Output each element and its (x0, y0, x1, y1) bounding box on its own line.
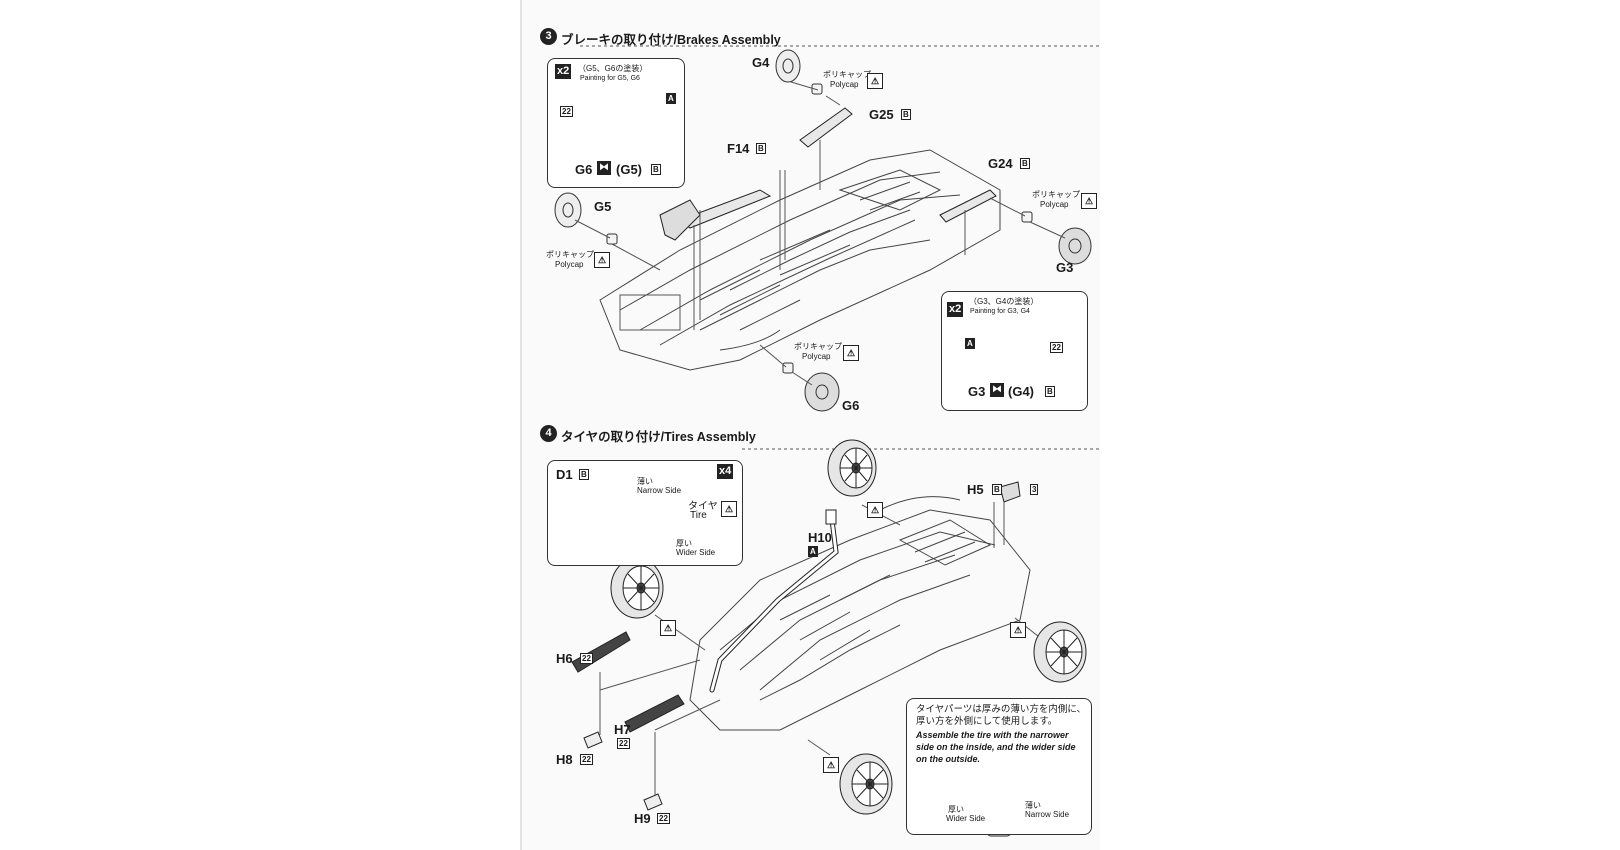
wheels (610, 439, 1087, 815)
note-en-line1: Assemble the tire with the narrower (916, 730, 1069, 740)
part-h5-grade: B (992, 484, 1002, 495)
tire-box-multiplier: x4 (717, 464, 734, 479)
small-parts (583, 731, 663, 811)
tire-note-box (906, 698, 1092, 835)
note-en-line2: side on the inside, and the wider side (916, 742, 1076, 752)
part-h6-side: 22 (580, 653, 593, 664)
warning-icon: ⚠ (660, 620, 676, 636)
part-f14: F14 (727, 141, 750, 156)
paint-front-mirror-icon: ⧓ (597, 161, 611, 175)
paint-rear-color-code: A (965, 338, 975, 349)
leader-lines-step3 (574, 81, 1066, 386)
polycap-jp-1: ポリキャップ (823, 70, 871, 79)
h5-part (993, 481, 1021, 548)
part-g25-grade: B (901, 109, 911, 120)
exhaust-pipe (709, 509, 839, 693)
paint-box-rear-multiplier: x2 (947, 302, 964, 317)
warning-icon: ⚠ (1081, 193, 1097, 209)
part-g6: G6 (842, 398, 860, 413)
paint-rear-grade: B (1045, 386, 1055, 397)
step3-title: ブレーキの取り付け/Brakes Assembly (561, 33, 781, 47)
part-h5: H5 (967, 482, 984, 497)
part-h6: H6 (556, 651, 573, 666)
tire-box-wider-en: Wider Side (676, 548, 716, 557)
wheel-front-right (839, 753, 893, 815)
paint-front-part-a: G6 (575, 162, 593, 177)
polycap-en-1: Polycap (830, 80, 859, 89)
paint-front-color-code: A (666, 93, 676, 104)
warning-icon: ⚠ (1010, 622, 1026, 638)
wheel-rear-right (1033, 621, 1087, 683)
polycaps (606, 83, 1033, 374)
part-h9: H9 (634, 811, 651, 826)
polycap-jp-2: ポリキャップ (1032, 190, 1080, 199)
step4-title: タイヤの取り付け/Tires Assembly (561, 430, 756, 444)
part-g4: G4 (752, 55, 770, 70)
paint-box-rear (941, 291, 1088, 411)
wheel-rear-left (827, 439, 877, 497)
part-g25: G25 (869, 107, 894, 122)
note-narrow-en: Narrow Side (1025, 810, 1070, 819)
warning-icon: ⚠ (721, 501, 737, 517)
paint-box-front-en: Painting for G5, G6 (580, 75, 640, 82)
paint-rear-part-a: G3 (968, 384, 986, 399)
paint-rear-mirror-icon: ⧓ (990, 383, 1004, 397)
part-g5: G5 (594, 199, 612, 214)
polycap-jp-3: ポリキャップ (546, 250, 594, 259)
polycap-en-3: Polycap (555, 260, 584, 269)
paint-front-side-code: 22 (560, 106, 573, 117)
polycap-en-2: Polycap (1040, 200, 1069, 209)
paint-front-grade: B (651, 164, 661, 175)
brake-arms-step3 (659, 107, 997, 241)
note-narrow-jp: 薄い (1025, 801, 1041, 810)
warning-icon: ⚠ (594, 252, 610, 268)
part-f14-grade: B (756, 143, 766, 154)
polycap-en-4: Polycap (802, 352, 831, 361)
tire-box-wheel-grade: B (579, 469, 589, 480)
note-wider-jp: 厚い (948, 805, 964, 814)
part-g24: G24 (988, 156, 1013, 171)
paint-box-rear-jp: （G3、G4の塗装） (969, 297, 1039, 306)
paint-box-rear-en: Painting for G3, G4 (970, 308, 1030, 315)
part-h8: H8 (556, 752, 573, 767)
warning-icon: ⚠ (867, 73, 883, 89)
paint-rear-part-b: (G4) (1008, 384, 1034, 399)
part-g24-grade: B (1020, 158, 1030, 169)
part-h8-side: 22 (580, 754, 593, 765)
chassis-step4 (689, 496, 1031, 731)
part-h5-ref: 3 (1030, 484, 1039, 495)
part-h10-grade: A (808, 546, 818, 557)
paint-box-front-multiplier: x2 (555, 64, 572, 79)
part-h10: H10 (808, 530, 832, 545)
paint-rear-side-code: 22 (1050, 342, 1063, 353)
tire-box-wider-jp: 厚い (676, 539, 692, 548)
note-en-line3: on the outside. (916, 754, 980, 764)
paint-box-front (547, 58, 685, 188)
brake-discs (554, 49, 1092, 412)
warning-icon: ⚠ (823, 757, 839, 773)
part-g3: G3 (1056, 260, 1074, 275)
part-h7-side: 22 (617, 738, 630, 749)
note-wider-en: Wider Side (946, 814, 986, 823)
part-h9-side: 22 (657, 813, 670, 824)
paint-front-part-b: (G5) (616, 162, 642, 177)
tire-box-narrow-en: Narrow Side (637, 486, 682, 495)
sheet-edge (520, 0, 522, 850)
tire-box-tire-en: Tire (690, 510, 707, 521)
step4-number: 4 (540, 425, 557, 442)
step3-number: 3 (540, 28, 557, 45)
warning-icon: ⚠ (843, 345, 859, 361)
note-jp-line2: 厚い方を外側にして使用します。 (916, 716, 1058, 727)
part-h7: H7 (614, 722, 631, 737)
polycap-jp-4: ポリキャップ (794, 342, 842, 351)
tire-box-narrow-jp: 薄い (637, 477, 653, 486)
tire-box-tire-jp: タイヤ (688, 501, 718, 512)
note-jp-line1: タイヤパーツは厚みの薄い方を内側に、 (916, 704, 1087, 715)
warning-icon: ⚠ (867, 502, 883, 518)
tire-box-wheel: D1 (556, 467, 573, 482)
paint-box-front-jp: （G5、G6の塗装） (578, 64, 648, 73)
wheel-front-left (610, 557, 664, 619)
